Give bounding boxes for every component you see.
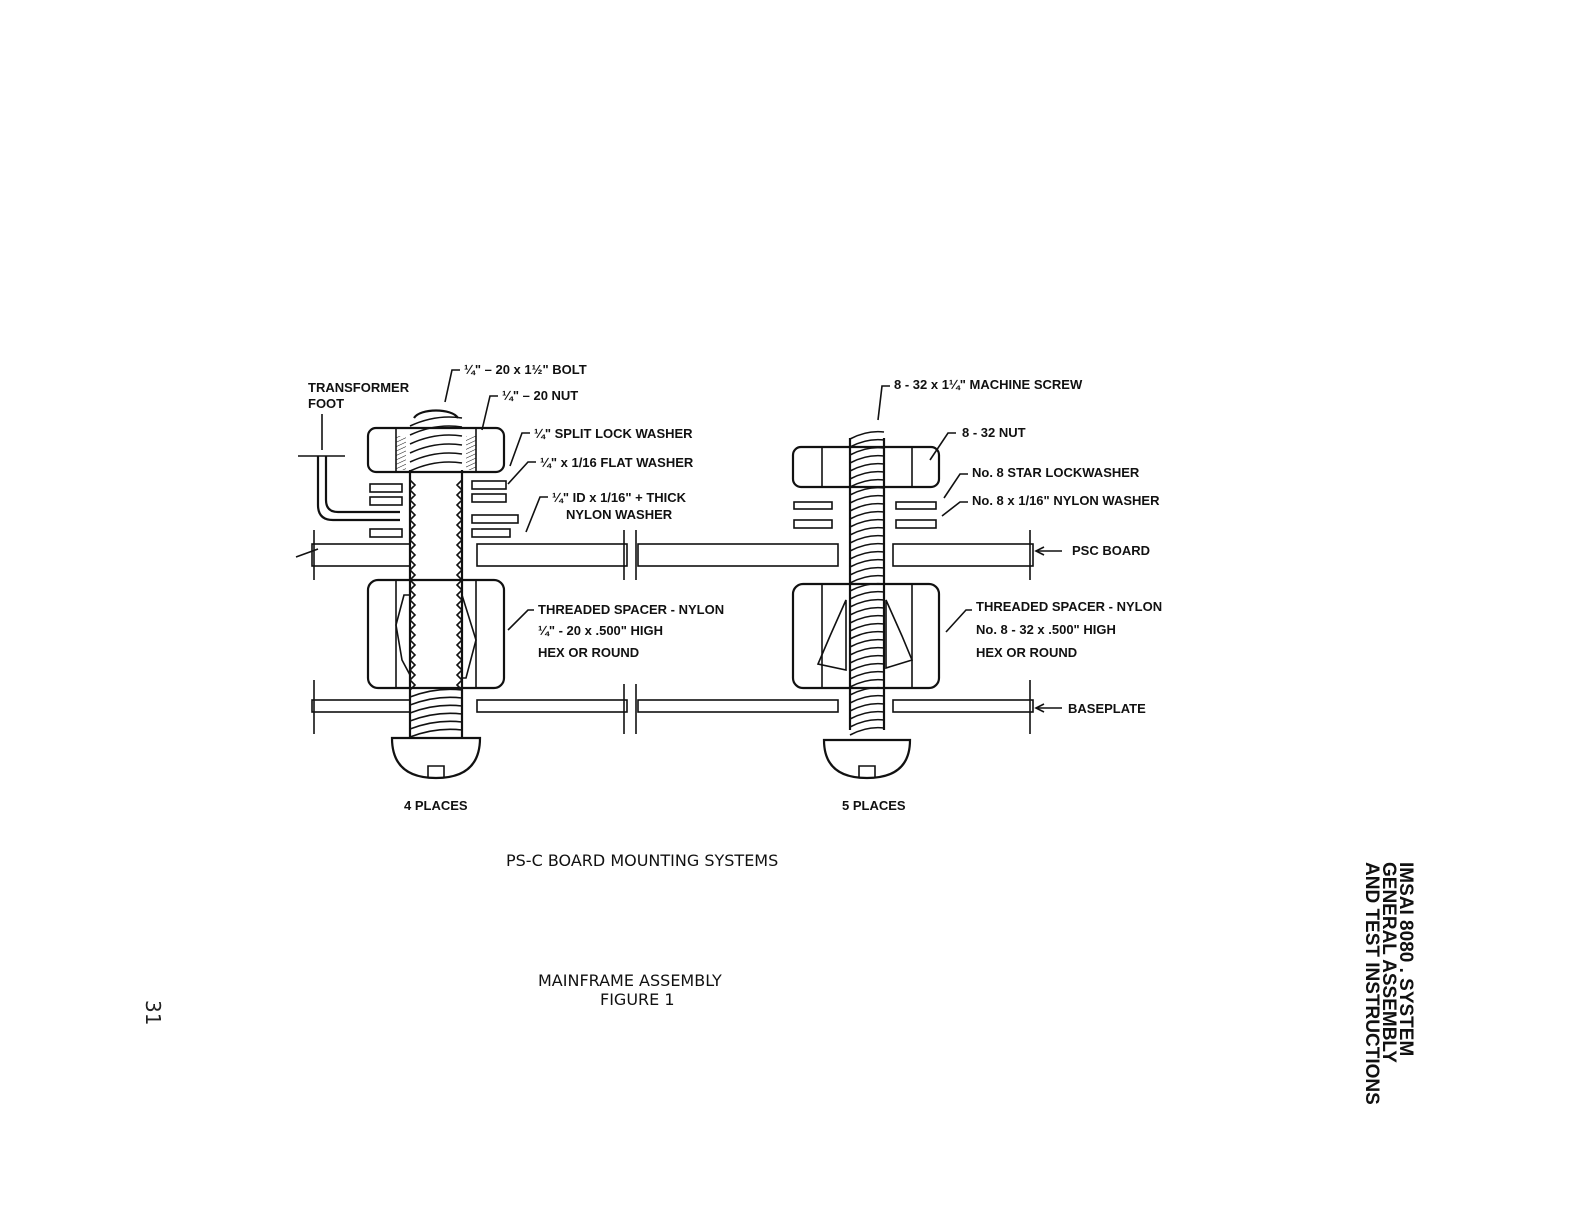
left-bolt-head bbox=[390, 736, 482, 780]
label-transformer-foot-2: FOOT bbox=[308, 396, 344, 411]
label-left-spacer-3: HEX OR ROUND bbox=[538, 645, 639, 660]
figure-number: FIGURE 1 bbox=[600, 990, 675, 1009]
right-washers bbox=[793, 501, 937, 529]
right-screw bbox=[848, 430, 886, 736]
label-right-nut: 8 - 32 NUT bbox=[962, 425, 1026, 440]
label-split-lock-washer: ¼" SPLIT LOCK WASHER bbox=[534, 426, 693, 441]
label-bolt: ¼" – 20 x 1½" BOLT bbox=[464, 362, 587, 377]
side-header-line-2: GENERAL ASSEMBLY bbox=[1378, 862, 1399, 1063]
left-nut bbox=[366, 426, 506, 474]
right-nut bbox=[791, 445, 941, 489]
label-left-spacer-1: THREADED SPACER - NYLON bbox=[538, 602, 724, 617]
label-nut: ¼" – 20 NUT bbox=[502, 388, 578, 403]
label-right-spacer-3: HEX OR ROUND bbox=[976, 645, 1077, 660]
label-transformer-foot-1: TRANSFORMER bbox=[308, 380, 410, 395]
figure-title: MAINFRAME ASSEMBLY bbox=[538, 971, 722, 990]
leader-lines bbox=[321, 369, 1062, 713]
label-baseplate: BASEPLATE bbox=[1068, 701, 1146, 716]
label-5-places: 5 PLACES bbox=[842, 798, 906, 813]
side-header-line-1: IMSAI 8080 . SYSTEM bbox=[1395, 862, 1416, 1056]
label-4-places: 4 PLACES bbox=[404, 798, 468, 813]
left-spacer bbox=[366, 578, 506, 690]
side-header: IMSAI 8080 . SYSTEM GENERAL ASSEMBLY AND… bbox=[1361, 862, 1416, 1105]
label-right-nylon-washer: No. 8 x 1/16" NYLON WASHER bbox=[972, 493, 1160, 508]
label-right-spacer-1: THREADED SPACER - NYLON bbox=[976, 599, 1162, 614]
page-number: 31 bbox=[141, 1000, 165, 1025]
label-nylon-washer-1: ¼" ID x 1/16" + THICK bbox=[552, 490, 687, 505]
right-screw-head bbox=[822, 738, 912, 780]
label-nylon-washer-2: NYLON WASHER bbox=[566, 507, 673, 522]
label-machine-screw: 8 - 32 x 1¼" MACHINE SCREW bbox=[894, 377, 1083, 392]
label-flat-washer: ¼" x 1/16 FLAT WASHER bbox=[540, 455, 694, 470]
label-star-lockwasher: No. 8 STAR LOCKWASHER bbox=[972, 465, 1140, 480]
label-left-spacer-2: ¼" - 20 x .500" HIGH bbox=[538, 623, 663, 638]
transformer-foot bbox=[298, 455, 400, 522]
left-washers-right bbox=[471, 480, 519, 538]
psc-board bbox=[295, 530, 1034, 580]
side-header-line-3: AND TEST INSTRUCTIONS bbox=[1361, 862, 1382, 1105]
left-washers-left bbox=[369, 483, 403, 538]
label-psc-board: PSC BOARD bbox=[1072, 543, 1150, 558]
label-right-spacer-2: No. 8 - 32 x .500" HIGH bbox=[976, 622, 1116, 637]
system-title: PS-C BOARD MOUNTING SYSTEMS bbox=[506, 851, 778, 870]
left-bolt bbox=[408, 409, 464, 738]
right-spacer bbox=[791, 582, 941, 690]
